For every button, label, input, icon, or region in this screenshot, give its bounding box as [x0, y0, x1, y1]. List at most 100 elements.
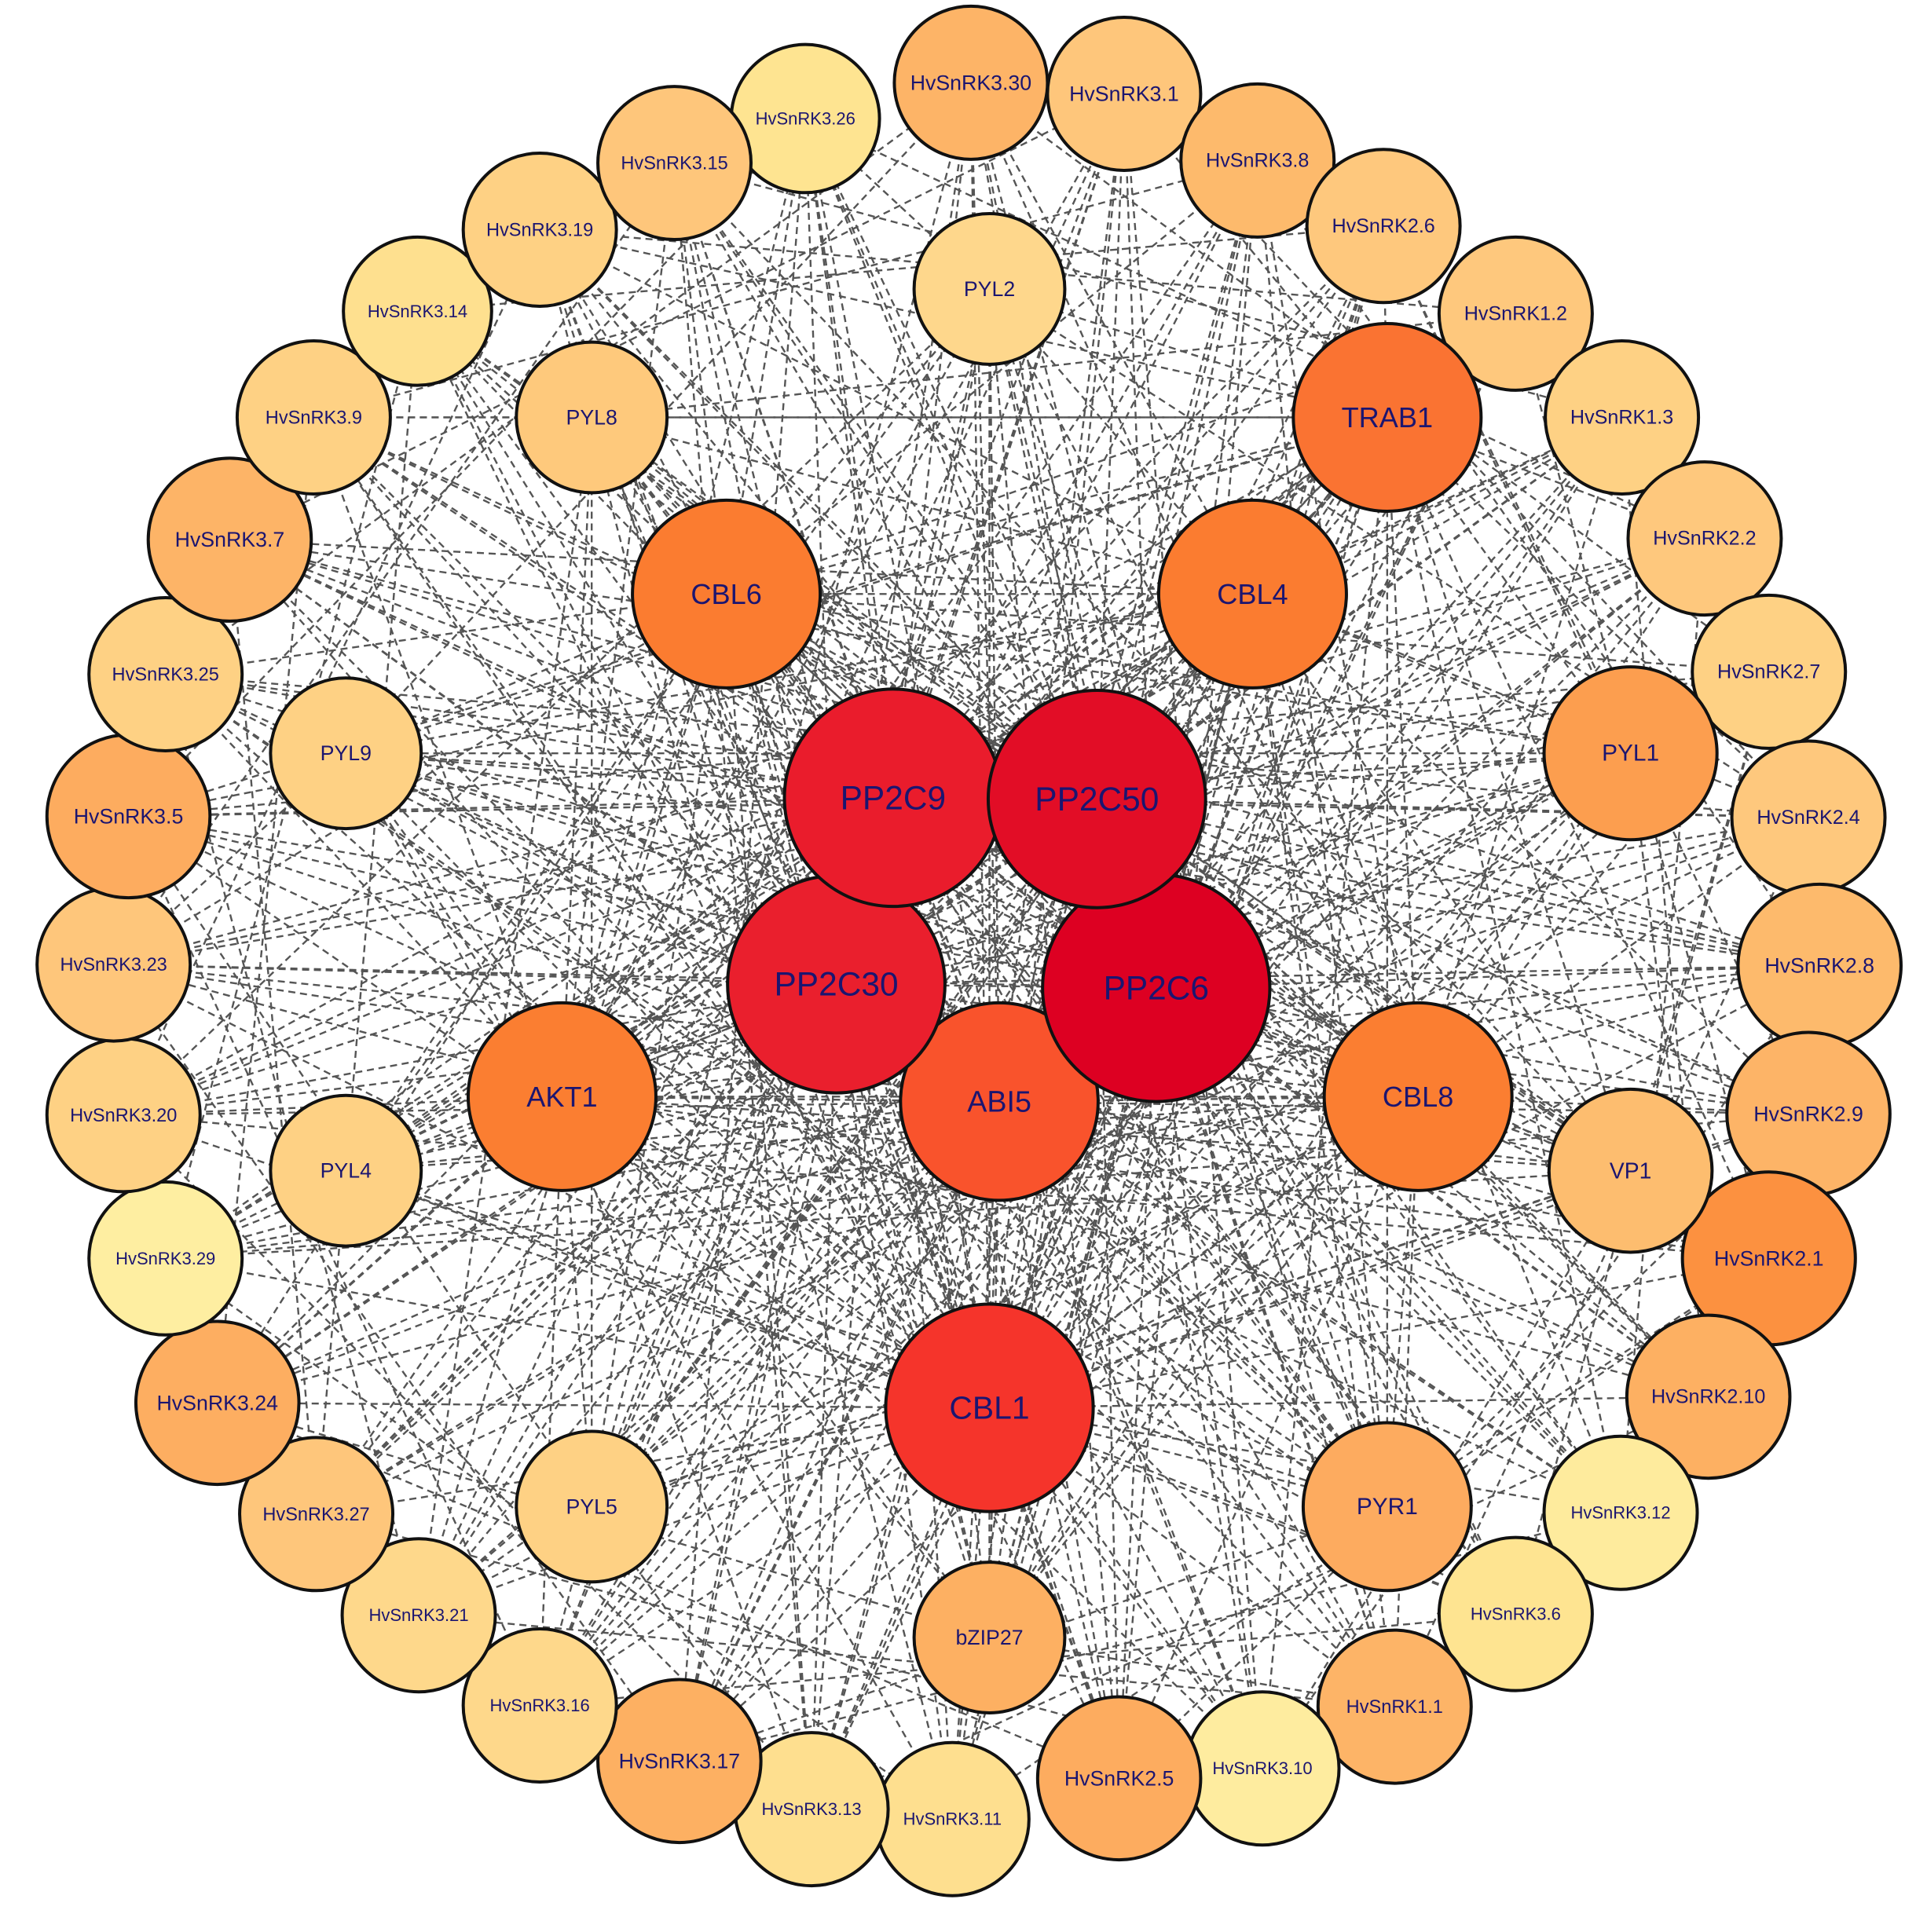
edge-s3_9-pp2c6 — [313, 416, 1157, 989]
node-s2_6[interactable]: HvSnRK2.6 — [1305, 148, 1462, 305]
edge-s1_3-cbl1 — [988, 416, 1623, 1409]
node-s2_9[interactable]: HvSnRK2.9 — [1725, 1030, 1892, 1198]
node-pyl9[interactable]: PYL9 — [269, 676, 423, 831]
node-s2_8[interactable]: HvSnRK2.8 — [1736, 882, 1903, 1049]
edge-s1_3-pp2c6 — [1155, 416, 1623, 989]
node-s3_8[interactable]: HvSnRK3.8 — [1179, 82, 1336, 239]
edge-s3_20-trab1 — [123, 416, 1388, 1116]
edge-pyl5-cbl8 — [591, 1096, 1419, 1508]
edge-s3_16-pp2c9 — [539, 797, 894, 1706]
edge-s3_11-trab1 — [951, 417, 1388, 1820]
node-s3_30[interactable]: HvSnRK3.30 — [892, 4, 1050, 161]
node-label: HvSnRK2.5 — [1064, 1766, 1174, 1790]
node-label: HvSnRK2.6 — [1332, 215, 1434, 237]
node-s3_11[interactable]: HvSnRK3.11 — [874, 1740, 1031, 1897]
edge-s3_5-pp2c9 — [128, 796, 893, 818]
edge-pyl9-pp2c9 — [346, 752, 893, 799]
node-pp2c9[interactable]: PP2C9 — [782, 687, 1004, 909]
node-s3_23[interactable]: HvSnRK3.23 — [35, 886, 192, 1043]
edge-s3_17-s3_26 — [678, 118, 807, 1762]
node-s3_10[interactable]: HvSnRK3.10 — [1184, 1690, 1341, 1847]
node-s3_21[interactable]: HvSnRK3.21 — [340, 1537, 497, 1694]
node-s3_12[interactable]: HvSnRK3.12 — [1542, 1434, 1699, 1591]
edge-pyl8-pp2c30 — [591, 417, 837, 985]
node-bzip27[interactable]: bZIP27 — [912, 1561, 1067, 1714]
edge-s3_16-s3_5 — [127, 815, 541, 1707]
node-s3_14[interactable]: HvSnRK3.14 — [342, 235, 493, 387]
edge-s3_14-pyl4 — [345, 311, 419, 1171]
edge-s2_4-pp2c6 — [1156, 816, 1809, 990]
node-label: PYL5 — [566, 1495, 617, 1518]
edge-pyl5-cbl1 — [591, 1407, 990, 1508]
node-s2_4[interactable]: HvSnRK2.4 — [1730, 739, 1887, 896]
node-s2_7[interactable]: HvSnRK2.7 — [1691, 593, 1848, 750]
node-vp1[interactable]: VP1 — [1547, 1087, 1714, 1254]
node-s3_26[interactable]: HvSnRK3.26 — [729, 42, 881, 195]
node-pp2c50[interactable]: PP2C50 — [986, 688, 1207, 909]
edge-s3_30-cbl4 — [969, 82, 1254, 595]
node-label: HvSnRK3.17 — [619, 1749, 740, 1773]
node-cbl4[interactable]: CBL4 — [1156, 498, 1348, 690]
edge-pyl9-akt1 — [345, 752, 563, 1097]
node-s3_15[interactable]: HvSnRK3.15 — [596, 85, 753, 242]
node-circle — [596, 1678, 763, 1845]
node-s3_1[interactable]: HvSnRK3.1 — [1046, 16, 1203, 172]
edge-s3_26-pp2c50 — [804, 118, 1098, 800]
edge-s3_25-pyr1 — [165, 673, 1388, 1508]
node-trab1[interactable]: TRAB1 — [1291, 321, 1483, 513]
node-s2_5[interactable]: HvSnRK2.5 — [1035, 1695, 1203, 1862]
node-s3_5[interactable]: HvSnRK3.5 — [45, 733, 212, 900]
node-s3_24[interactable]: HvSnRK3.24 — [134, 1319, 301, 1487]
node-circle — [1626, 460, 1783, 617]
node-pyl5[interactable]: PYL5 — [515, 1429, 669, 1584]
edge-pyl2-pp2c6 — [988, 288, 1157, 989]
edge-s3_10-pp2c9 — [892, 797, 1264, 1769]
edge-pyr1-pp2c9 — [892, 797, 1388, 1508]
node-circle — [1322, 1001, 1514, 1192]
node-s3_16[interactable]: HvSnRK3.16 — [461, 1627, 618, 1784]
edge-s3_5-s3_26 — [127, 118, 807, 818]
node-s3_29[interactable]: HvSnRK3.29 — [87, 1180, 244, 1337]
node-s3_20[interactable]: HvSnRK3.20 — [45, 1037, 202, 1194]
node-pp2c6[interactable]: PP2C6 — [1041, 873, 1272, 1103]
node-s1_2[interactable]: HvSnRK1.2 — [1437, 235, 1594, 392]
edge-s3_8-pp2c9 — [892, 159, 1258, 799]
node-s1_3[interactable]: HvSnRK1.3 — [1544, 338, 1701, 496]
node-pyr1[interactable]: PYR1 — [1301, 1421, 1473, 1593]
node-s3_19[interactable]: HvSnRK3.19 — [461, 151, 618, 308]
edge-s3_23-cbl6 — [113, 593, 727, 966]
node-pyl2[interactable]: PYL2 — [912, 212, 1067, 366]
edge-s3_7-pyl1 — [229, 538, 1631, 755]
node-s3_17[interactable]: HvSnRK3.17 — [596, 1678, 763, 1845]
node-s3_27[interactable]: HvSnRK3.27 — [238, 1436, 395, 1593]
node-s1_1[interactable]: HvSnRK1.1 — [1316, 1628, 1473, 1785]
edge-s3_7-s2_8 — [229, 538, 1820, 967]
node-pyl1[interactable]: PYL1 — [1542, 665, 1719, 842]
node-s3_9[interactable]: HvSnRK3.9 — [235, 338, 392, 496]
node-circle — [631, 498, 822, 690]
edge-s3_14-s2_6 — [417, 225, 1384, 313]
edge-cbl8-trab1 — [1386, 417, 1420, 1097]
node-s2_2[interactable]: HvSnRK2.2 — [1626, 460, 1783, 617]
node-circle — [235, 338, 392, 496]
node-pyl4[interactable]: PYL4 — [269, 1093, 423, 1248]
edge-pyl9-bzip27 — [345, 752, 991, 1638]
node-cbl1[interactable]: CBL1 — [884, 1302, 1095, 1513]
node-pp2c30[interactable]: PP2C30 — [726, 873, 947, 1095]
node-pyl8[interactable]: PYL8 — [515, 340, 669, 495]
node-cbl6[interactable]: CBL6 — [631, 498, 822, 690]
node-abi5[interactable]: ABI5 — [899, 1001, 1100, 1202]
node-label: HvSnRK3.21 — [368, 1605, 468, 1625]
node-s3_6[interactable]: HvSnRK3.6 — [1437, 1535, 1594, 1692]
edge-s2_2-abi5 — [998, 537, 1705, 1103]
node-akt1[interactable]: AKT1 — [466, 1001, 658, 1192]
edge-s3_24-pp2c30 — [217, 983, 837, 1404]
node-s3_25[interactable]: HvSnRK3.25 — [87, 596, 244, 753]
node-s2_10[interactable]: HvSnRK2.10 — [1625, 1313, 1792, 1480]
node-circle — [87, 1180, 244, 1337]
node-s3_7[interactable]: HvSnRK3.7 — [146, 456, 313, 623]
node-cbl8[interactable]: CBL8 — [1322, 1001, 1514, 1192]
node-label: HvSnRK3.12 — [1570, 1503, 1670, 1523]
node-label: CBL4 — [1217, 578, 1288, 610]
edge-s1_1-pp2c6 — [1155, 987, 1396, 1707]
